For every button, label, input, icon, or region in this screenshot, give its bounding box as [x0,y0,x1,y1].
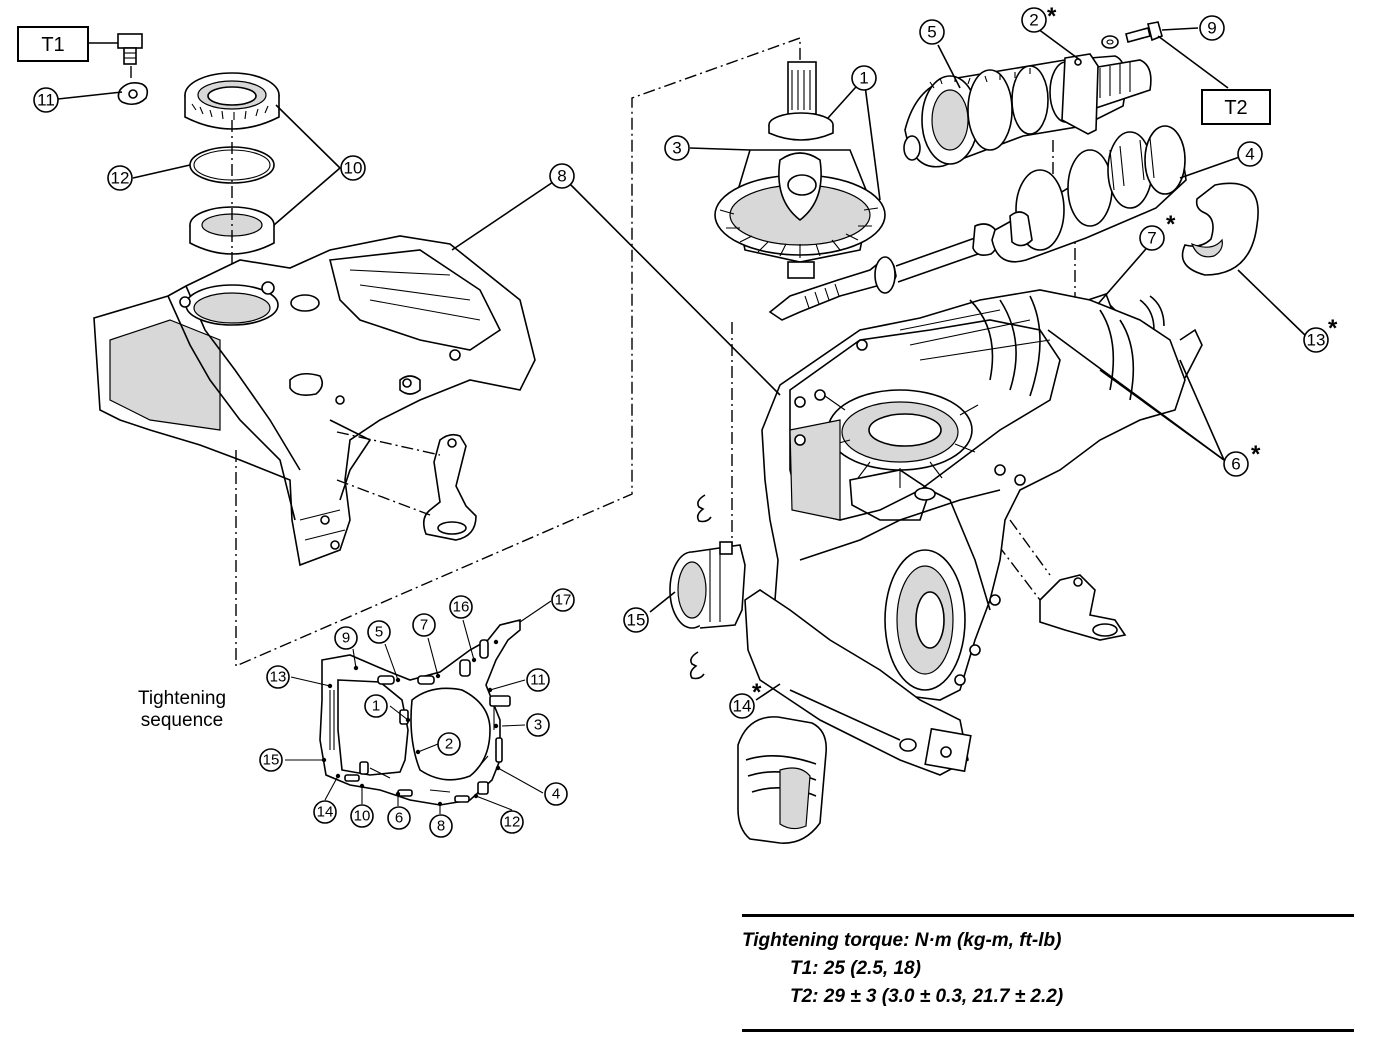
svg-text:9: 9 [342,630,350,647]
callout-2: 2 [1021,7,1047,33]
svg-text:2: 2 [1029,11,1038,30]
seq-6: 6 [387,806,411,830]
svg-text:13: 13 [270,669,287,686]
callout-3: 3 [664,135,690,161]
main-shaft-gears [903,53,1152,168]
case-mount-bracket [1039,574,1127,641]
torque-label-t1: T1 [17,26,89,62]
seq-5: 5 [367,620,391,644]
case-bracket [422,433,477,541]
tightening-sequence-diagram [319,618,521,807]
hypoid-gear-bolt-t2 [1101,21,1163,49]
callout-11: 11 [33,87,59,113]
svg-text:10: 10 [344,159,363,178]
shift-arm-plate [744,589,972,776]
svg-text:8: 8 [557,167,566,186]
seq-15: 15 [259,748,283,772]
torque-label-t2: T2 [1201,89,1271,125]
asterisk-6: * [1251,441,1261,468]
svg-text:14: 14 [317,804,334,821]
svg-text:5: 5 [375,624,383,641]
svg-text:16: 16 [453,599,470,616]
svg-text:3: 3 [672,139,681,158]
svg-text:17: 17 [555,592,572,609]
seq-1: 1 [364,694,388,718]
svg-text:14: 14 [733,697,752,716]
clip-lower [689,651,705,680]
svg-text:1: 1 [859,69,868,88]
torque-heading: Tightening torque: N·m (kg-m, ft-lb) [742,930,1062,951]
svg-text:11: 11 [37,91,55,110]
drive-pinion-shaft [768,223,999,321]
callout-12: 12 [107,165,133,191]
shim-half-ring [1181,182,1259,276]
svg-text:1: 1 [372,698,380,715]
callout-1: 1 [851,65,877,91]
svg-text:10: 10 [354,808,371,825]
svg-text:7: 7 [420,617,428,634]
seq-16: 16 [449,595,473,619]
svg-text:5: 5 [927,23,936,42]
svg-text:4: 4 [552,786,560,803]
caption-line-2: sequence [140,710,224,731]
callout-7: 7 [1139,225,1165,251]
callout-10: 10 [340,155,366,181]
seq-9: 9 [334,626,358,650]
caption-line-1: Tightening [137,688,227,709]
seq-3: 3 [526,713,550,737]
seq-4: 4 [544,782,568,806]
svg-text:8: 8 [437,818,445,835]
svg-text:12: 12 [111,169,130,188]
differential-assembly [714,61,886,279]
clip-upper [696,494,712,523]
asterisk-7: * [1166,211,1176,238]
svg-text:15: 15 [263,752,280,769]
seq-8: 8 [429,814,453,838]
svg-text:2: 2 [445,736,453,753]
svg-text:15: 15 [627,611,646,630]
svg-text:12: 12 [504,814,521,831]
boot-cover [737,716,828,844]
callout-4: 4 [1237,141,1263,167]
callout-14: 14 [729,693,755,719]
lock-washer [117,82,149,106]
seq-14: 14 [313,800,337,824]
callout-5: 5 [919,19,945,45]
callout-13: 13 [1303,327,1329,353]
tightening-torque-table: Tightening torque: N·m (kg-m, ft-lb) T1:… [742,914,1354,1032]
seq-17: 17 [551,588,575,612]
asterisk-2: * [1047,3,1057,30]
torque-t2-value: T2: 29 ± 3 (3.0 ± 0.3, 21.7 ± 2.2) [790,986,1064,1007]
transmission-case-right [761,289,1203,701]
drive-shaft-gears [991,125,1187,263]
bearing [184,72,280,130]
svg-text:11: 11 [530,672,546,689]
svg-text:9: 9 [1207,19,1216,38]
seq-10: 10 [350,804,374,828]
seq-13: 13 [266,665,290,689]
asterisk-13: * [1328,315,1338,342]
svg-text:6: 6 [1231,455,1240,474]
asterisk-14: * [752,679,762,706]
torque-t1-value: T1: 25 (2.5, 18) [790,958,921,979]
svg-text:7: 7 [1147,229,1156,248]
svg-text:3: 3 [534,717,542,734]
svg-text:4: 4 [1245,145,1254,164]
seq-11: 11 [526,668,550,692]
seq-12: 12 [500,810,524,834]
extension-ring [669,541,746,629]
tightening-sequence-caption: Tightening sequence [122,688,242,732]
callout-8: 8 [549,163,575,189]
transmission-case-left [93,235,536,567]
callout-15: 15 [623,607,649,633]
callout-9: 9 [1199,15,1225,41]
bolt-t1 [117,33,143,65]
sequence-leader-lines [285,600,552,814]
seq-7: 7 [412,613,436,637]
svg-text:13: 13 [1307,331,1326,350]
svg-text:6: 6 [395,810,403,827]
seq-2: 2 [437,732,461,756]
callout-6: 6 [1223,451,1249,477]
